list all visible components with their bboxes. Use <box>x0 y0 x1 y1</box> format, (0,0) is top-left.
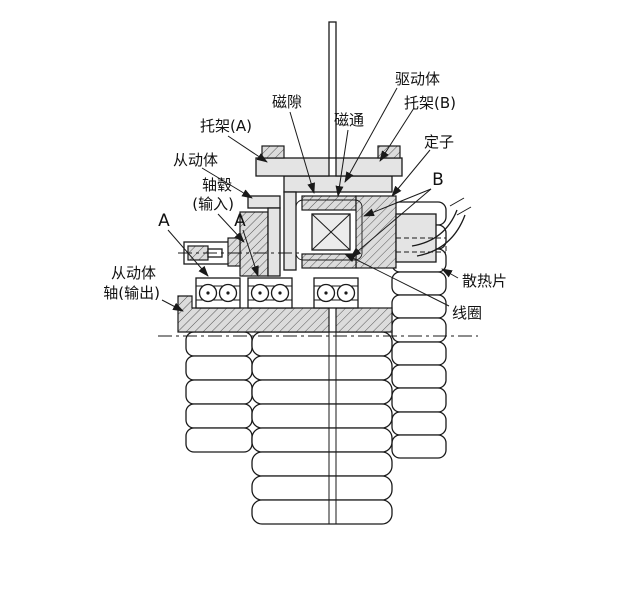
stator-pole-top <box>301 195 357 211</box>
bearing-right <box>313 277 359 309</box>
label-section-a-right: A <box>234 211 246 231</box>
lead-wires <box>411 197 472 257</box>
label-hub-line1: 轴毂 <box>202 176 232 194</box>
drive-cup-web <box>283 175 393 193</box>
label-section-b: B <box>432 170 444 190</box>
fin <box>391 387 447 413</box>
leader-drive-body <box>344 87 398 183</box>
leader-coil <box>344 253 450 307</box>
output-flange <box>177 295 393 333</box>
stator-assembly <box>295 195 447 269</box>
magnetic-flux-path <box>295 199 363 261</box>
label-coil: 线圈 <box>452 304 482 322</box>
fin <box>185 355 253 381</box>
hub-block <box>227 211 269 277</box>
driven-cup-flange <box>247 195 281 209</box>
stator-spine <box>355 195 397 269</box>
stator-pole-bottom <box>301 253 357 269</box>
heat-sink-drum-center <box>251 331 393 525</box>
wire <box>411 209 458 247</box>
bracket-b-plate <box>335 157 403 177</box>
label-section-a-left: A <box>158 211 170 231</box>
bolt-left <box>261 145 285 159</box>
bearing-left <box>195 277 241 309</box>
fin <box>251 427 393 453</box>
leader-b-1 <box>363 188 432 217</box>
leader-magnetic-gap <box>289 111 315 194</box>
label-driven-body: 从动体 <box>173 151 218 169</box>
fin <box>251 355 393 381</box>
leader-stator <box>391 149 431 197</box>
label-heat-fins: 散热片 <box>462 272 507 290</box>
bearing-ball-center <box>344 291 348 295</box>
fin <box>391 294 447 319</box>
leader-lines <box>161 87 459 312</box>
fin <box>185 403 253 429</box>
bearing-ball-center <box>324 291 328 295</box>
bearing-middle <box>247 277 293 309</box>
leader-a-left <box>167 229 209 277</box>
leader-heat-fins <box>441 268 459 279</box>
bearing-ball-center <box>226 291 230 295</box>
centerlines <box>158 252 478 337</box>
leader-b-2 <box>350 188 432 258</box>
fin <box>251 379 393 405</box>
label-drive-body: 驱动体 <box>395 70 440 88</box>
label-magnetic-gap: 磁隙 <box>272 93 302 111</box>
label-hub-line2: (输入) <box>192 195 234 213</box>
center-gap-rod <box>328 21 337 159</box>
fin <box>185 427 253 453</box>
fin <box>391 364 447 389</box>
leader-hub <box>217 213 245 243</box>
heat-sink-drum-left <box>185 331 253 453</box>
fin <box>391 317 447 343</box>
labels: 驱动体 托架(B) 磁隙 磁通 托架(A) 定子 从动体 轴毂 (输入) A A… <box>103 70 507 322</box>
fin <box>185 379 253 405</box>
driven-cup-wall <box>267 207 281 277</box>
fin <box>391 434 447 459</box>
fin <box>391 341 447 366</box>
label-stator: 定子 <box>424 133 454 151</box>
drive-cup-wall <box>283 191 297 271</box>
fin <box>391 411 447 436</box>
bearing-ball-center <box>278 291 282 295</box>
label-output-line2: 轴(输出) <box>103 284 160 302</box>
fin <box>251 451 393 477</box>
bracket-a-plate <box>255 157 330 177</box>
label-bracket-b: 托架(B) <box>404 94 456 112</box>
label-output-line1: 从动体 <box>111 264 156 282</box>
heat-sink-drum-right <box>391 201 447 459</box>
leader-bracket-b <box>379 107 415 162</box>
leader-driven-body <box>201 167 253 199</box>
bearing-ball-center <box>258 291 262 295</box>
coil-section <box>311 213 351 251</box>
fin <box>251 403 393 429</box>
bearing-ball-center <box>206 291 210 295</box>
leader-bracket-a <box>227 135 268 163</box>
leader-a-right <box>242 229 259 277</box>
hub-step <box>227 237 241 267</box>
wire-break-mark <box>456 206 472 216</box>
driven-cup <box>247 195 281 277</box>
fin <box>251 475 393 501</box>
wire-break-mark <box>449 197 465 207</box>
wire <box>416 214 466 257</box>
fin <box>251 499 393 525</box>
leader-output-shaft <box>161 299 184 312</box>
label-magnetic-flux: 磁通 <box>334 111 364 129</box>
drive-side-flange <box>335 307 393 333</box>
leader-magnetic-flux <box>335 129 349 197</box>
label-bracket-a: 托架(A) <box>200 117 252 135</box>
